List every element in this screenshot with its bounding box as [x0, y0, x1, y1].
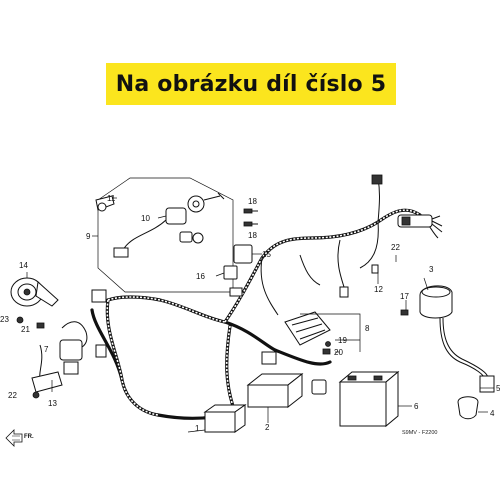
callout-3: 3	[429, 265, 434, 274]
callout-8: 8	[365, 324, 370, 333]
callout-11: 11	[107, 194, 116, 203]
callout-15: 15	[262, 250, 271, 259]
direction-label: FR.	[24, 434, 34, 440]
callout-5: 5	[496, 384, 500, 393]
callout-21: 21	[21, 325, 30, 334]
left-parts	[16, 289, 107, 399]
callout-17: 17	[400, 292, 409, 301]
relays	[223, 244, 253, 297]
ignition-group-frame	[97, 177, 234, 293]
cdi-unit	[203, 372, 327, 433]
battery	[338, 370, 400, 428]
callout-10: 10	[141, 214, 150, 223]
figure-code: S9MV - F2200	[402, 430, 437, 436]
front-direction-arrow: FR.	[5, 429, 34, 447]
title-banner: Na obrázku díl číslo 5	[106, 63, 396, 105]
callout-23: 23	[0, 315, 9, 324]
horn	[10, 277, 59, 307]
callouts: 1 2 3 4 5 6 7 8 9 10 11 12 13 14 15 16 1…	[0, 194, 500, 433]
callout-9: 9	[86, 232, 91, 241]
callout-22a: 22	[391, 243, 400, 252]
ignition-coil	[400, 285, 495, 420]
regulator	[261, 311, 331, 365]
callout-18a: 18	[248, 197, 257, 206]
screws-18	[243, 208, 258, 227]
callout-14: 14	[19, 261, 28, 270]
callout-20: 20	[334, 348, 343, 357]
callout-13: 13	[48, 399, 57, 408]
callout-4: 4	[490, 409, 495, 418]
callout-22b: 22	[8, 391, 17, 400]
top-right-connector	[397, 214, 443, 233]
callout-16: 16	[196, 272, 205, 281]
callout-6: 6	[414, 402, 419, 411]
callout-1: 1	[195, 424, 200, 433]
ignition-switch	[95, 192, 225, 258]
callout-12: 12	[374, 285, 383, 294]
leader-lines	[26, 197, 494, 433]
callout-18b: 18	[248, 231, 257, 240]
callout-2: 2	[265, 423, 270, 432]
banner-text: Na obrázku díl číslo 5	[115, 71, 387, 97]
callout-7: 7	[44, 345, 49, 354]
upper-branches	[260, 174, 439, 316]
callout-19: 19	[338, 336, 347, 345]
